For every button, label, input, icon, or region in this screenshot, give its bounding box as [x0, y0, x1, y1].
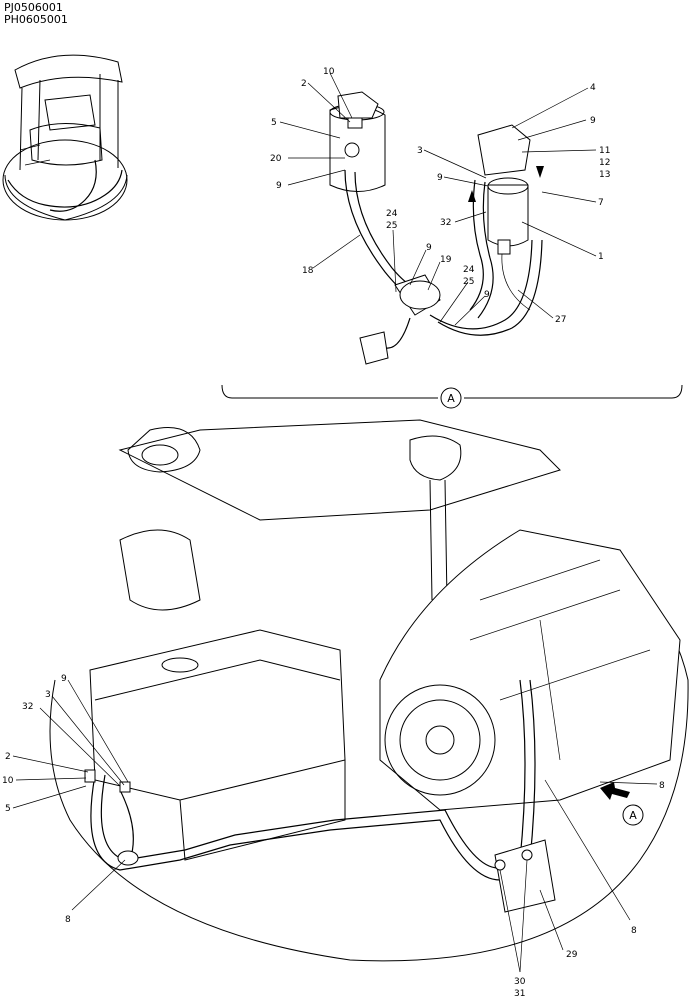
callout-24: 24 — [386, 209, 398, 219]
detail-a-illustration — [221, 91, 683, 409]
callout-5: 5 — [5, 804, 11, 814]
callout-31: 31 — [514, 989, 525, 999]
callout-4: 4 — [590, 83, 596, 93]
callout-9: 9 — [437, 173, 443, 183]
callout-8: 8 — [659, 781, 665, 791]
callout-20: 20 — [270, 154, 282, 164]
callout-29: 29 — [566, 950, 578, 960]
drawing-code-1: PJ0506001 — [4, 1, 63, 14]
detail-a-marker — [440, 387, 462, 409]
callout-3: 3 — [417, 146, 423, 156]
callout-32: 32 — [22, 702, 33, 712]
leader-lines — [12, 72, 658, 973]
callout-25: 25 — [463, 277, 474, 287]
callout-1: 1 — [598, 252, 604, 262]
callout-8: 8 — [631, 926, 637, 936]
callout-2: 2 — [5, 752, 11, 762]
callout-9: 9 — [426, 243, 432, 253]
callout-labels: 2 10 5 20 9 18 24 25 9 19 24 25 9 3 9 32… — [2, 67, 665, 999]
machine-main-view-illustration — [49, 419, 689, 962]
view-a-marker — [622, 804, 644, 826]
callout-11: 11 — [599, 146, 610, 156]
callout-3: 3 — [45, 690, 51, 700]
drawing-code-2: PH0605001 — [4, 13, 68, 26]
callout-9: 9 — [590, 116, 596, 126]
detail-a-letter: A — [447, 392, 455, 405]
callout-5: 5 — [271, 118, 277, 128]
callout-13: 13 — [599, 170, 610, 180]
view-a-letter: A — [629, 809, 637, 822]
callout-18: 18 — [302, 266, 314, 276]
callout-24: 24 — [463, 265, 475, 275]
callout-30: 30 — [514, 977, 526, 987]
callout-25: 25 — [386, 221, 397, 231]
callout-9: 9 — [61, 674, 67, 684]
callout-10: 10 — [2, 776, 14, 786]
callout-27: 27 — [555, 315, 566, 325]
callout-12: 12 — [599, 158, 610, 168]
callout-10: 10 — [323, 67, 335, 77]
callout-9: 9 — [276, 181, 282, 191]
callout-7: 7 — [598, 198, 604, 208]
callout-9: 9 — [484, 290, 490, 300]
machine-overview-illustration — [2, 54, 128, 221]
callout-8: 8 — [65, 915, 71, 925]
callout-19: 19 — [440, 255, 452, 265]
callout-32: 32 — [440, 218, 451, 228]
callout-2: 2 — [301, 79, 307, 89]
